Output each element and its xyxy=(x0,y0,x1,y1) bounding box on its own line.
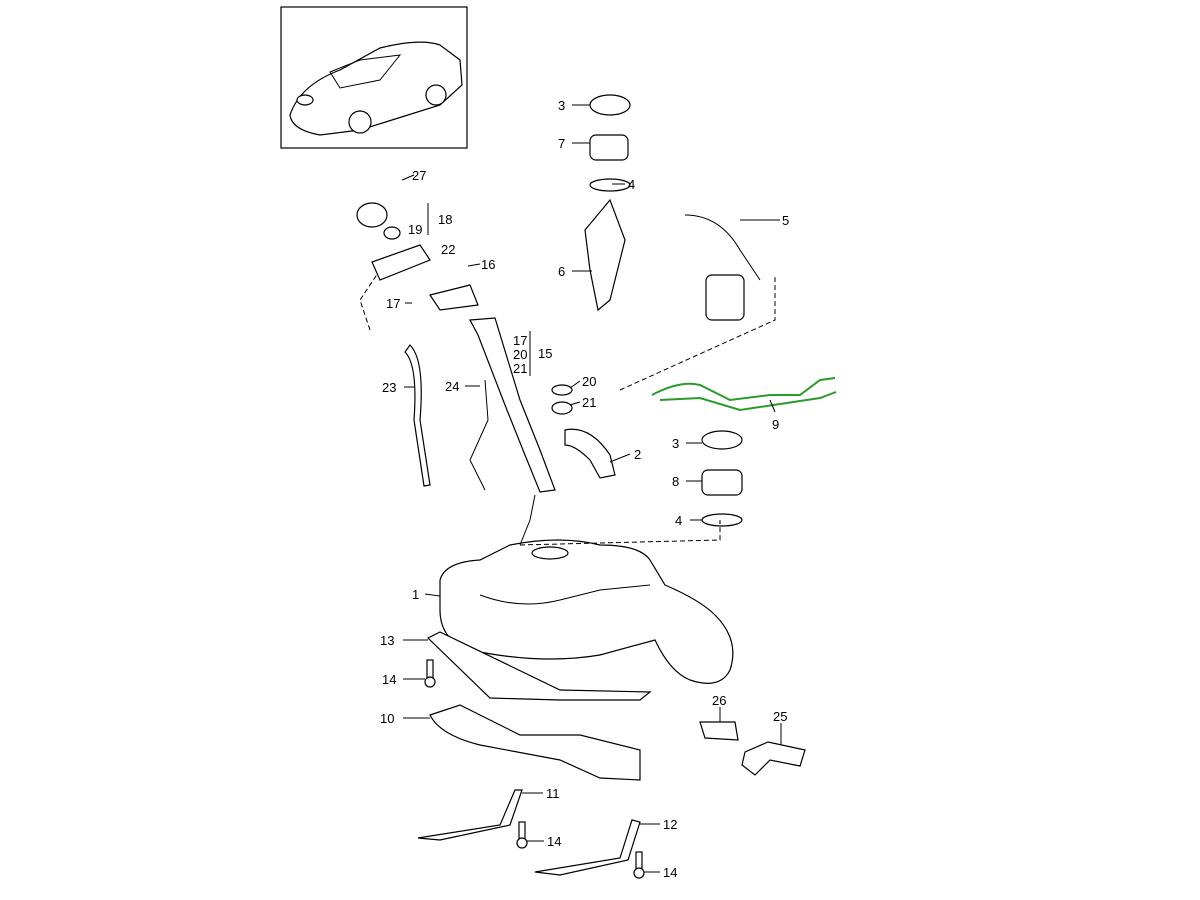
callout-16[interactable]: 16 xyxy=(481,257,495,272)
vehicle-thumbnail[interactable] xyxy=(280,6,468,149)
callout-11[interactable]: 11 xyxy=(546,786,560,801)
callout-14c[interactable]: 14 xyxy=(663,865,677,880)
bolt-icon xyxy=(424,659,436,688)
callout-labels: 27 18 19 22 16 17 3 7 4 5 6 17 20 21 15 … xyxy=(380,98,789,880)
callout-4b[interactable]: 4 xyxy=(675,513,682,528)
fuel-tank[interactable] xyxy=(439,539,734,684)
callout-15[interactable]: 15 xyxy=(538,346,552,361)
callout-4[interactable]: 4 xyxy=(628,177,635,192)
callout-18[interactable]: 18 xyxy=(438,212,452,227)
fuel-line-highlighted[interactable] xyxy=(651,377,837,412)
callout-26[interactable]: 26 xyxy=(712,693,726,708)
bolt-icon xyxy=(633,851,645,879)
callout-7[interactable]: 7 xyxy=(558,136,565,151)
callout-5[interactable]: 5 xyxy=(782,213,789,228)
callout-13[interactable]: 13 xyxy=(380,633,394,648)
bolt-icon xyxy=(516,821,528,849)
callout-25[interactable]: 25 xyxy=(773,709,787,724)
callout-20[interactable]: 20 xyxy=(513,347,527,362)
callout-6[interactable]: 6 xyxy=(558,264,565,279)
callout-27[interactable]: 27 xyxy=(412,168,426,183)
callout-19[interactable]: 19 xyxy=(408,222,422,237)
callout-17[interactable]: 17 xyxy=(386,296,400,311)
callout-3[interactable]: 3 xyxy=(558,98,565,113)
callout-14b[interactable]: 14 xyxy=(547,834,561,849)
callout-2[interactable]: 2 xyxy=(634,447,641,462)
callout-10[interactable]: 10 xyxy=(380,711,394,726)
callout-23[interactable]: 23 xyxy=(382,380,396,395)
callout-3b[interactable]: 3 xyxy=(672,436,679,451)
callout-24[interactable]: 24 xyxy=(445,379,459,394)
callout-1[interactable]: 1 xyxy=(412,587,419,602)
callout-8[interactable]: 8 xyxy=(672,474,679,489)
callout-20b[interactable]: 20 xyxy=(582,374,596,389)
callout-14[interactable]: 14 xyxy=(382,672,396,687)
callout-17b[interactable]: 17 xyxy=(513,333,527,348)
callout-22[interactable]: 22 xyxy=(441,242,455,257)
callout-12[interactable]: 12 xyxy=(663,817,677,832)
callout-21[interactable]: 21 xyxy=(513,361,527,376)
callout-21b[interactable]: 21 xyxy=(582,395,596,410)
callout-9[interactable]: 9 xyxy=(772,417,779,432)
